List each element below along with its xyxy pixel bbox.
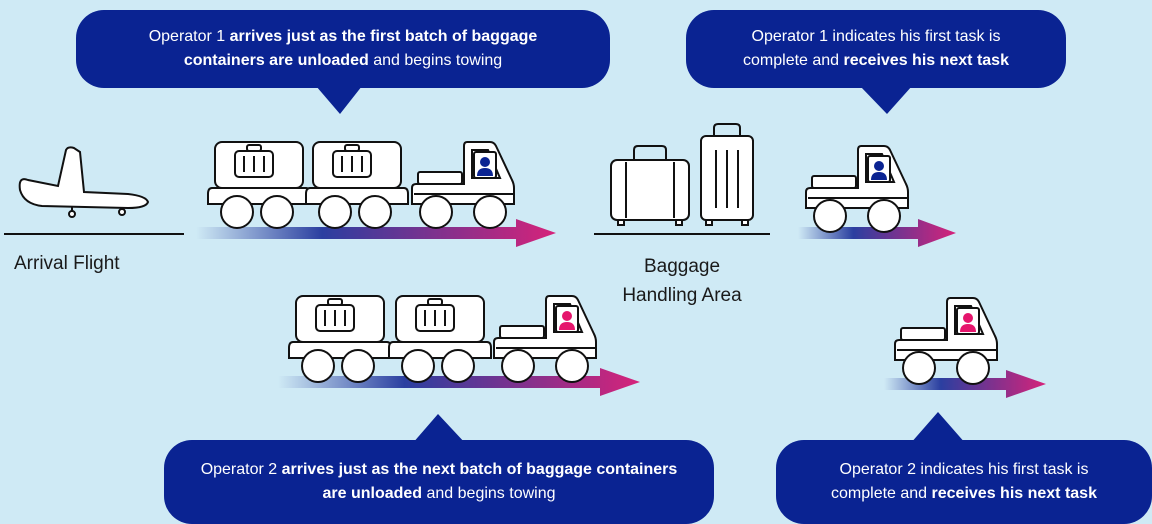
baggage-area-label-line1: Baggage	[643, 256, 721, 277]
callout-tail	[316, 86, 362, 114]
callout-text: Operator 2	[200, 461, 282, 478]
arrow-icon	[798, 219, 956, 247]
callout-op2-arrives: Operator 2 arrives just as the next batc…	[164, 440, 714, 524]
callout-bold-text: receives his next task	[843, 52, 1009, 69]
airplane-icon	[18, 146, 150, 218]
tug-icon	[805, 145, 909, 233]
baggage-area-label-line2: Handling Area	[622, 285, 742, 306]
callout-text: and begins towing	[422, 485, 556, 502]
arrow-icon	[196, 219, 556, 247]
callout-bold-text: arrives just as the next batch of baggag…	[281, 461, 678, 502]
operator-icon	[555, 305, 579, 333]
callout-tail	[910, 412, 966, 444]
callout-tail	[412, 414, 466, 444]
arrow-icon	[884, 370, 1046, 398]
tug-train-icon	[288, 295, 597, 383]
callout-text: Operator 1 indicates his first task is c…	[743, 28, 1001, 69]
arrival-flight-label: Arrival Flight	[14, 253, 120, 274]
callout-tail	[860, 86, 912, 114]
baggage-area-label: Baggage Handling Area	[594, 254, 770, 308]
callout-op1-arrives: Operator 1 arrives just as the first bat…	[76, 10, 610, 88]
tug-icon	[894, 297, 998, 385]
callout-bold-text: receives his next task	[931, 485, 1097, 502]
callout-op2-complete: Operator 2 indicates his first task is c…	[776, 440, 1152, 524]
callout-op1-complete: Operator 1 indicates his first task is c…	[686, 10, 1066, 88]
callout-bold-text: arrives just as the first batch of bagga…	[183, 28, 538, 69]
callout-text: Operator 2 indicates his first task is c…	[831, 461, 1089, 502]
operator-icon	[956, 307, 980, 335]
callout-text: Operator 1	[148, 28, 230, 45]
luggage-icon	[610, 123, 754, 226]
operator-icon	[473, 151, 497, 179]
operator-icon	[867, 155, 891, 183]
tug-train-icon	[207, 141, 515, 229]
callout-text: and begins towing	[368, 52, 503, 69]
